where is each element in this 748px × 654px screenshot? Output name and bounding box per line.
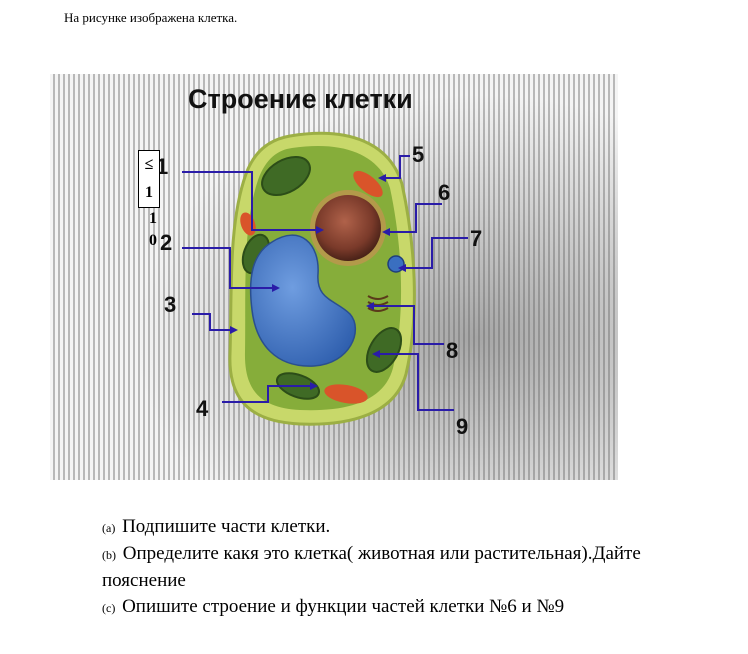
question-c-marker: (c) (102, 601, 116, 615)
mitochondrion (353, 170, 383, 198)
question-b-text: Определите какя это клетка( животная или… (102, 543, 641, 591)
label-9: 9 (456, 414, 468, 439)
leader-arrows (182, 155, 468, 411)
side-box-line2: 1 (145, 184, 153, 201)
side-extra-line3: 1 (149, 210, 157, 227)
label-4: 4 (196, 396, 209, 421)
side-box-line1: ≤ (144, 156, 154, 173)
vacuole (249, 234, 356, 367)
figure-title: Строение клетки (188, 84, 413, 114)
cell-figure: Строение клетки (50, 74, 618, 480)
questions-list: (a) Подпишите части клетки. (b) Определи… (102, 514, 702, 621)
question-b-marker: (b) (102, 548, 116, 562)
question-a-text: Подпишите части клетки. (122, 516, 331, 537)
question-a-marker: (a) (102, 521, 116, 535)
side-box: ≤ 1 (138, 150, 160, 208)
question-b: (b) Определите какя это клетка( животная… (102, 541, 702, 594)
cell-diagram: Строение клетки (50, 74, 618, 480)
label-2: 2 (160, 230, 172, 255)
intro-text: На рисунке изображена клетка. (64, 10, 238, 25)
mitochondrion (324, 384, 368, 404)
nucleus (315, 195, 381, 261)
side-extra-line4: 0 (149, 232, 157, 249)
arrow-heads (230, 174, 406, 390)
question-c-text: Опишите строение и функции частей клетки… (122, 596, 565, 617)
chloroplast (365, 327, 403, 373)
label-3: 3 (164, 292, 176, 317)
question-c: (c) Опишите строение и функции частей кл… (102, 594, 702, 621)
label-5: 5 (412, 142, 424, 167)
label-8: 8 (446, 338, 458, 363)
question-a: (a) Подпишите части клетки. (102, 514, 702, 541)
label-7: 7 (470, 226, 482, 251)
label-6: 6 (438, 180, 450, 205)
chloroplast (261, 156, 311, 196)
side-extra: 1 0 (149, 208, 157, 252)
